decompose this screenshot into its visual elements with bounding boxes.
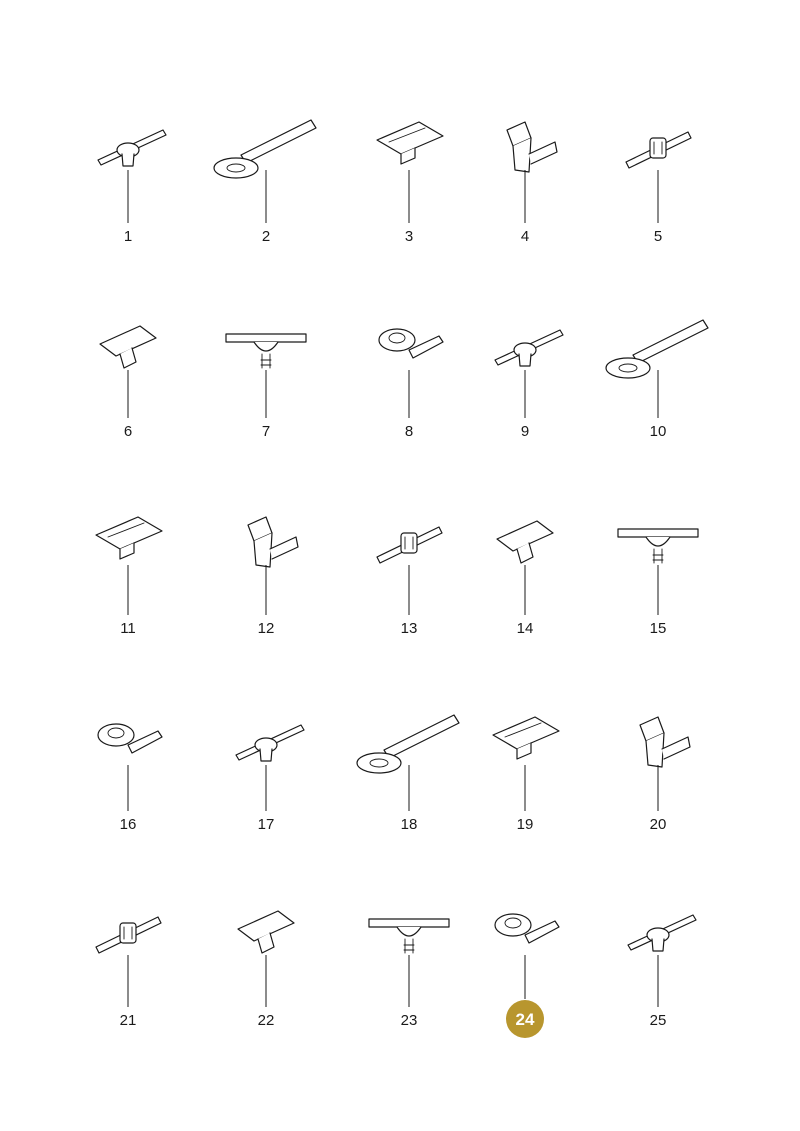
part-11: 11 [95, 516, 163, 637]
part-number[interactable]: 15 [650, 620, 667, 637]
part-15: 15 [617, 528, 699, 637]
clip-drawing [605, 319, 709, 379]
part-21: 21 [95, 916, 162, 1029]
clip-drawing [237, 910, 295, 954]
part-4: 4 [506, 121, 558, 245]
highlight-badge [506, 1000, 544, 1038]
part-23: 23 [368, 918, 450, 1029]
part-number[interactable]: 25 [650, 1012, 667, 1029]
part-number[interactable]: 22 [258, 1012, 275, 1029]
clip-drawing [378, 328, 444, 359]
clip-drawing [496, 520, 554, 564]
part-20: 20 [639, 716, 691, 833]
part-13: 13 [376, 526, 443, 637]
part-number[interactable]: 16 [120, 816, 137, 833]
part-number[interactable]: 17 [258, 816, 275, 833]
part-number[interactable]: 2 [262, 228, 270, 245]
part-24: 24 [494, 913, 560, 1038]
clip-drawing [95, 516, 163, 560]
clip-drawing [356, 714, 460, 774]
part-6: 6 [99, 325, 157, 440]
part-number[interactable]: 11 [120, 620, 136, 637]
part-number[interactable]: 24 [516, 1010, 535, 1029]
clip-drawing [97, 129, 167, 167]
part-number[interactable]: 12 [258, 620, 275, 637]
part-12: 12 [247, 516, 299, 637]
part-number[interactable]: 13 [401, 620, 418, 637]
clip-drawing [376, 526, 443, 564]
clip-drawing [625, 131, 692, 169]
part-number[interactable]: 3 [405, 228, 413, 245]
part-number[interactable]: 6 [124, 423, 132, 440]
part-2: 2 [213, 119, 317, 245]
part-5: 5 [625, 131, 692, 245]
clip-drawing [617, 528, 699, 564]
clip-drawing [376, 121, 444, 165]
part-number[interactable]: 19 [517, 816, 534, 833]
part-10: 10 [605, 319, 709, 440]
clip-drawing [494, 329, 564, 367]
part-number[interactable]: 9 [521, 423, 529, 440]
clip-drawing [95, 916, 162, 954]
clip-drawing [97, 723, 163, 754]
part-25: 25 [627, 914, 697, 1029]
part-16: 16 [97, 723, 163, 833]
clip-drawing [627, 914, 697, 952]
part-number[interactable]: 14 [517, 620, 534, 637]
part-number[interactable]: 20 [650, 816, 667, 833]
part-3: 3 [376, 121, 444, 245]
part-number[interactable]: 10 [650, 423, 667, 440]
part-number[interactable]: 5 [654, 228, 662, 245]
clip-drawing [506, 121, 558, 173]
clip-drawing [235, 724, 305, 762]
clip-drawing [492, 716, 560, 760]
part-number[interactable]: 18 [401, 816, 418, 833]
clip-drawing [99, 325, 157, 369]
part-number[interactable]: 23 [401, 1012, 418, 1029]
part-18: 18 [356, 714, 460, 833]
part-1: 1 [97, 129, 167, 245]
part-8: 8 [378, 328, 444, 440]
clip-drawing [225, 333, 307, 369]
clip-drawing [368, 918, 450, 954]
clip-drawing [213, 119, 317, 179]
part-number[interactable]: 8 [405, 423, 413, 440]
clip-drawing [494, 913, 560, 944]
part-9: 9 [494, 329, 564, 440]
part-22: 22 [237, 910, 295, 1029]
clip-drawing [247, 516, 299, 568]
part-number[interactable]: 7 [262, 423, 270, 440]
part-number[interactable]: 4 [521, 228, 529, 245]
clip-drawing [639, 716, 691, 768]
part-19: 19 [492, 716, 560, 833]
part-14: 14 [496, 520, 554, 637]
part-17: 17 [235, 724, 305, 833]
part-number[interactable]: 21 [120, 1012, 137, 1029]
part-7: 7 [225, 333, 307, 440]
part-number[interactable]: 1 [124, 228, 132, 245]
